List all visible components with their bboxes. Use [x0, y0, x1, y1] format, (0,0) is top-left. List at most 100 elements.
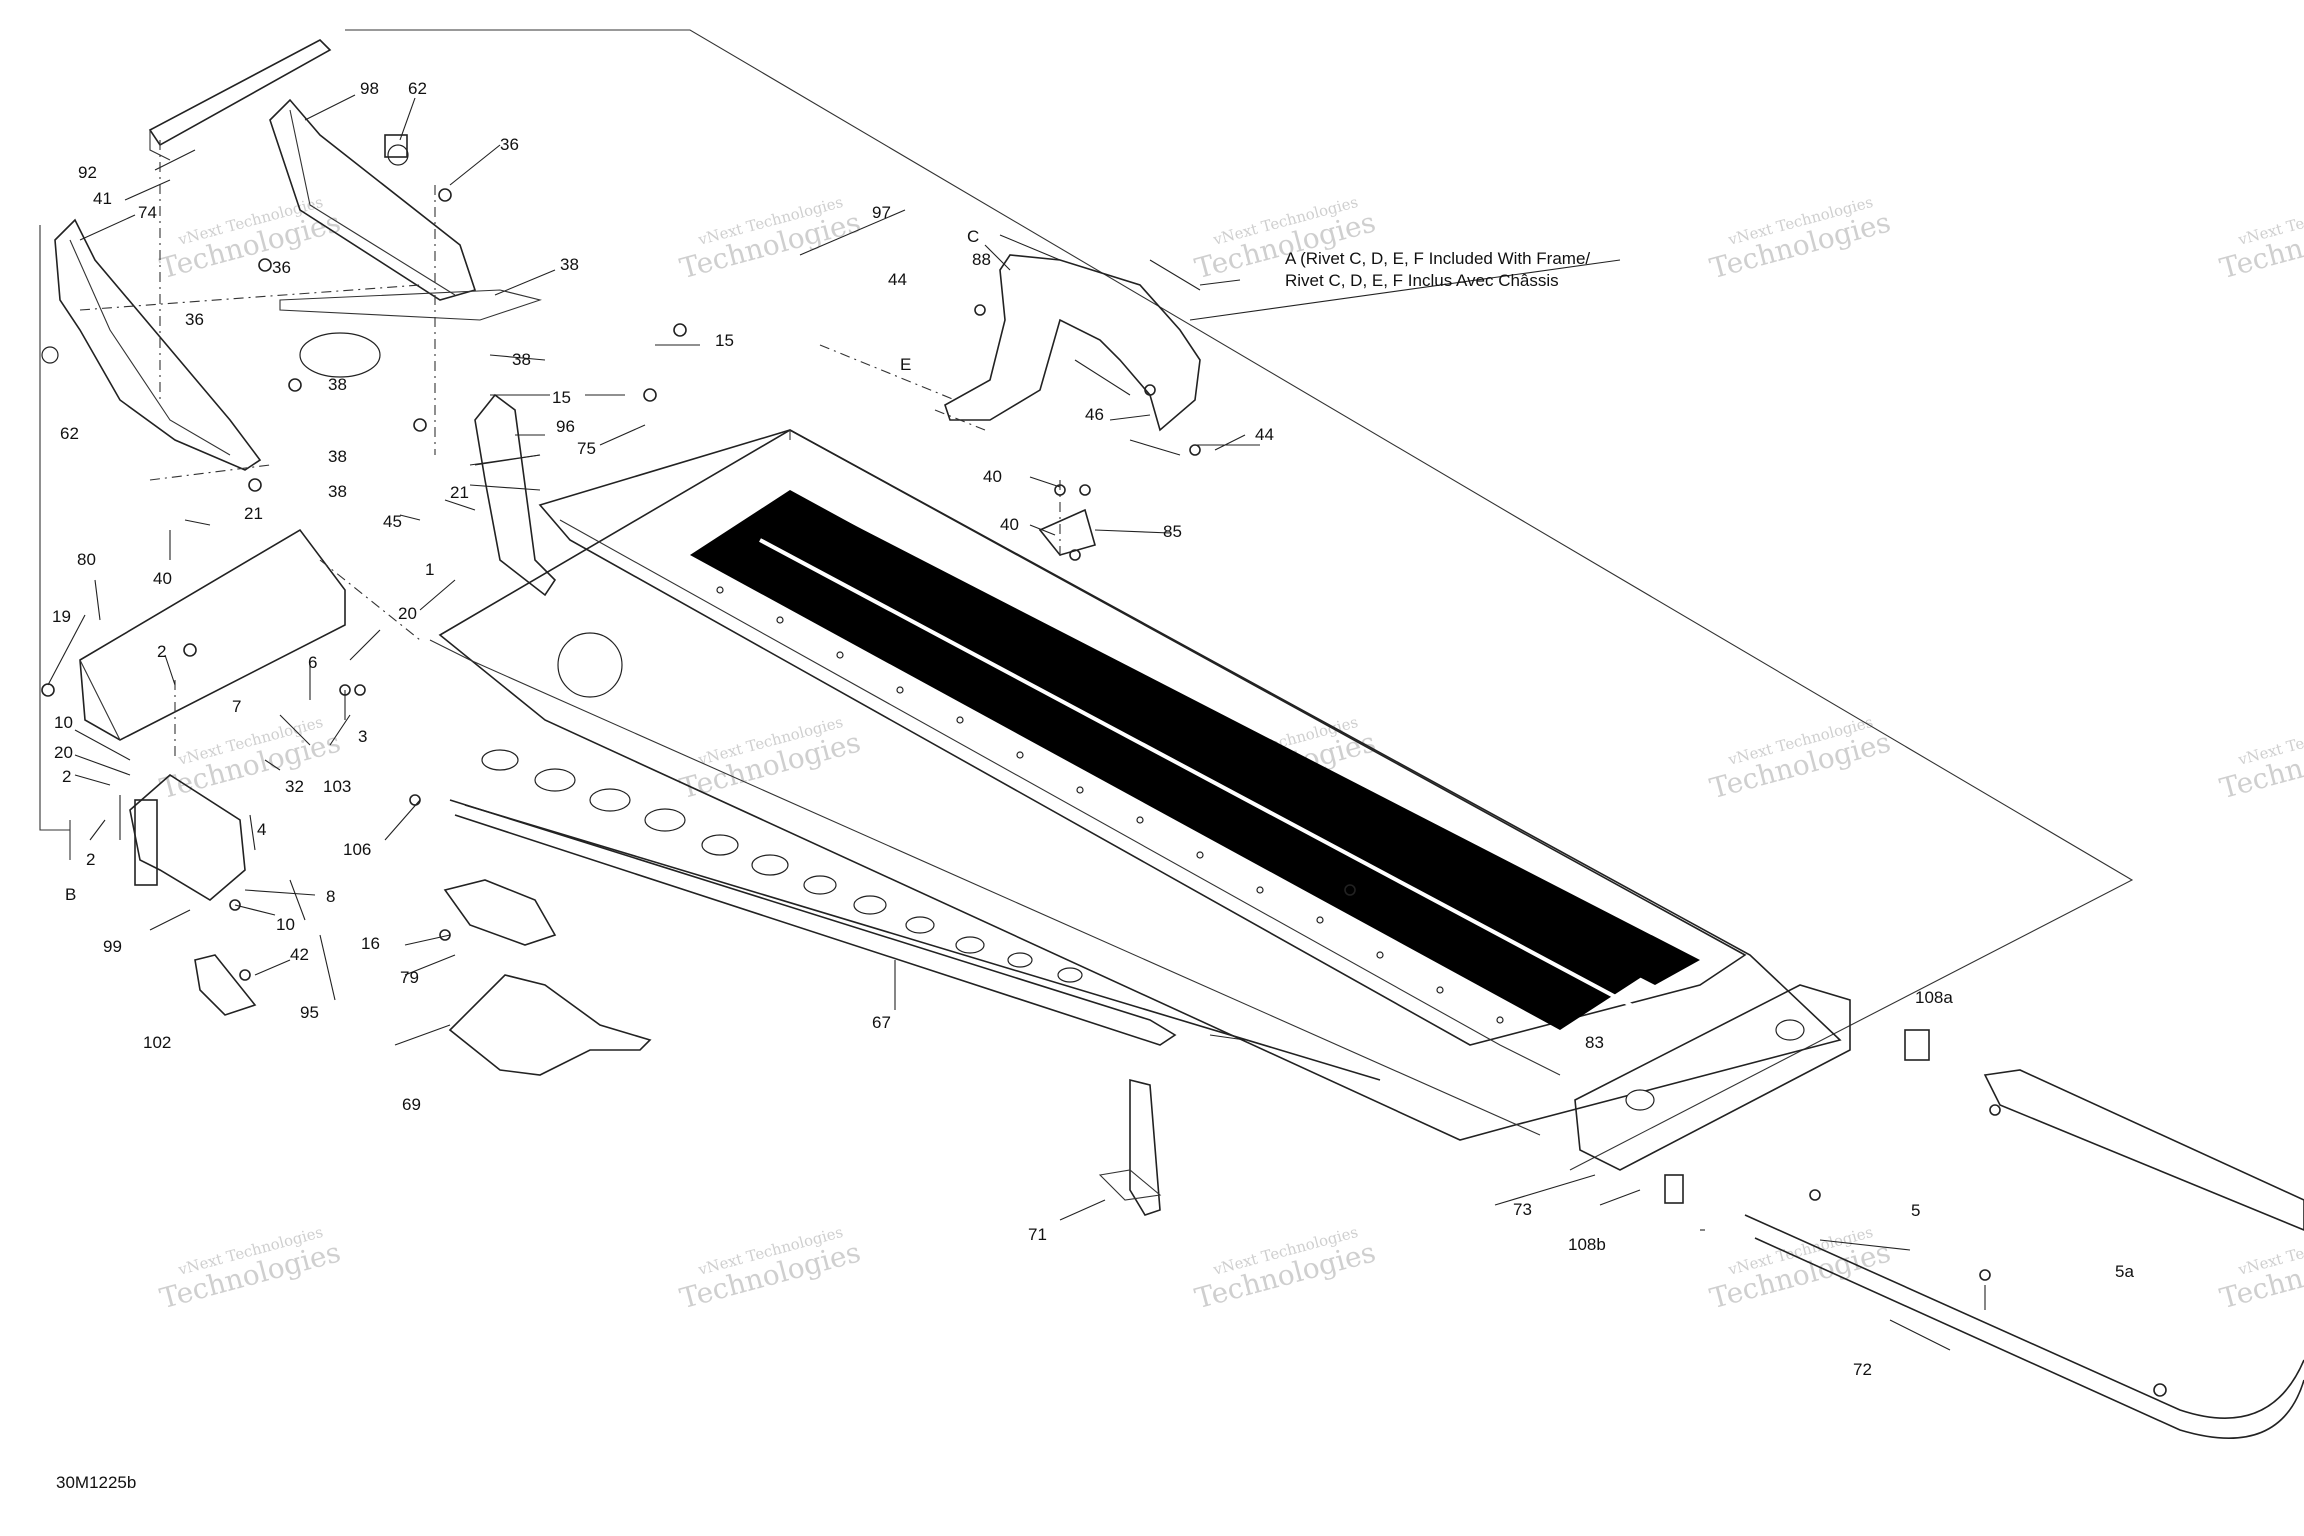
callout-95: 95 — [300, 1003, 319, 1022]
callout-32: 32 — [285, 777, 304, 796]
callout-38: 38 — [328, 375, 347, 394]
rear-support-bracket — [944, 254, 1201, 432]
watermark: vNext Technologies Technologies — [1191, 1223, 1379, 1315]
steering-column-support — [474, 393, 557, 597]
callout-106: 106 — [343, 840, 371, 859]
top-bracket — [148, 39, 332, 161]
callout-20: 20 — [54, 743, 73, 762]
callout-46: 46 — [1085, 405, 1104, 424]
callout-B: B — [65, 885, 76, 904]
callout-10: 10 — [276, 915, 295, 934]
callout-92: 92 — [78, 163, 97, 182]
callout-103: 103 — [323, 777, 351, 796]
bracket-85 — [1038, 508, 1096, 556]
callout-74: 74 — [138, 203, 157, 222]
note-line2: Rivet C, D, E, F Inclus Avec Châssis — [1285, 271, 1559, 290]
callout-36: 36 — [185, 310, 204, 329]
callout-40: 40 — [1000, 515, 1019, 534]
callout-108a: 108a — [1915, 988, 1953, 1007]
callout-41: 41 — [93, 189, 112, 208]
callout-73: 73 — [1513, 1200, 1532, 1219]
bracket-71 — [1098, 1078, 1162, 1216]
watermark: vNext Technologies Technologies — [1706, 193, 1894, 285]
assembly-outline — [39, 29, 2134, 1171]
callout-85: 85 — [1163, 522, 1182, 541]
callout-16: 16 — [361, 934, 380, 953]
callout-7: 7 — [232, 697, 241, 716]
callout-72: 72 — [1853, 1360, 1872, 1379]
figure-code: 30M1225b — [56, 1473, 136, 1492]
callout-38: 38 — [328, 482, 347, 501]
tunnel-frame — [429, 429, 1851, 1171]
callout-62: 62 — [408, 79, 427, 98]
watermark: vNext Technologies Technologies — [156, 1223, 344, 1315]
callout-20: 20 — [398, 604, 417, 623]
foot-grip-79 — [443, 879, 557, 946]
callout-44: 44 — [1255, 425, 1274, 444]
callout-1: 1 — [425, 560, 434, 579]
callout-C: C — [967, 227, 979, 246]
callout-21: 21 — [244, 504, 263, 523]
callout-3: 3 — [358, 727, 367, 746]
callout-97: 97 — [872, 203, 891, 222]
callout-69: 69 — [402, 1095, 421, 1114]
watermark: vNext Technologies Technologies — [1706, 1223, 1894, 1315]
callout-38: 38 — [560, 255, 579, 274]
callout-80: 80 — [77, 550, 96, 569]
side-panel-cutouts — [481, 632, 1083, 983]
callout-67: 67 — [872, 1013, 891, 1032]
front-frame — [41, 98, 542, 471]
callout-2: 2 — [157, 642, 166, 661]
rivet-row — [716, 586, 1504, 1024]
callout-5a: 5a — [2115, 1262, 2134, 1281]
crossmember-bracket — [79, 528, 346, 741]
callout-E: E — [900, 355, 911, 374]
callout-96: 96 — [556, 417, 575, 436]
callout-5: 5 — [1911, 1201, 1920, 1220]
assembly-lines — [79, 140, 1061, 760]
callout-40: 40 — [153, 569, 172, 588]
footrest-rail — [449, 799, 1381, 1081]
callout-79: 79 — [400, 968, 419, 987]
callout-4: 4 — [257, 820, 266, 839]
rear-bumper — [1744, 1069, 2304, 1439]
watermark: vNext Technologies Technologies — [2216, 713, 2304, 805]
callout-19: 19 — [52, 607, 71, 626]
watermark: vNext Technologies Technologies — [1706, 713, 1894, 805]
callout-38: 38 — [512, 350, 531, 369]
callout-6: 6 — [308, 653, 317, 672]
callout-15: 15 — [715, 331, 734, 350]
callout-8: 8 — [326, 887, 335, 906]
note-line1: A (Rivet C, D, E, F Included With Frame/ — [1285, 249, 1590, 268]
callout-2: 2 — [62, 767, 71, 786]
callout-45: 45 — [383, 512, 402, 531]
watermark: vNext Technologies Technologies — [156, 193, 344, 285]
watermark: vNext Technologies Technologies — [676, 193, 864, 285]
callout-labels: 98 62 36 92 41 74 36 38 36 38 38 62 38 3… — [52, 79, 2134, 1379]
callout-36: 36 — [272, 258, 291, 277]
callout-15: 15 — [552, 388, 571, 407]
callout-75: 75 — [577, 439, 596, 458]
callout-38: 38 — [328, 447, 347, 466]
callout-62: 62 — [60, 424, 79, 443]
callout-2: 2 — [86, 850, 95, 869]
callout-88: 88 — [972, 250, 991, 269]
bracket-102 — [194, 954, 257, 1016]
leader-lines — [47, 94, 1986, 1351]
callout-71: 71 — [1028, 1225, 1047, 1244]
footrest-69 — [448, 974, 652, 1076]
callout-108b: 108b — [1568, 1235, 1606, 1254]
callout-83: 83 — [1585, 1033, 1604, 1052]
rear-plate — [1574, 984, 1851, 1171]
watermark: vNext Technologies Technologies — [2216, 1223, 2304, 1315]
watermark: vNext Technologies Technologies — [2216, 193, 2304, 285]
callout-36: 36 — [500, 135, 519, 154]
callout-10: 10 — [54, 713, 73, 732]
callout-99: 99 — [103, 937, 122, 956]
callout-42: 42 — [290, 945, 309, 964]
lower-bracket-99 — [129, 774, 246, 901]
running-board-right — [775, 505, 1700, 985]
callout-44: 44 — [888, 270, 907, 289]
callout-98: 98 — [360, 79, 379, 98]
